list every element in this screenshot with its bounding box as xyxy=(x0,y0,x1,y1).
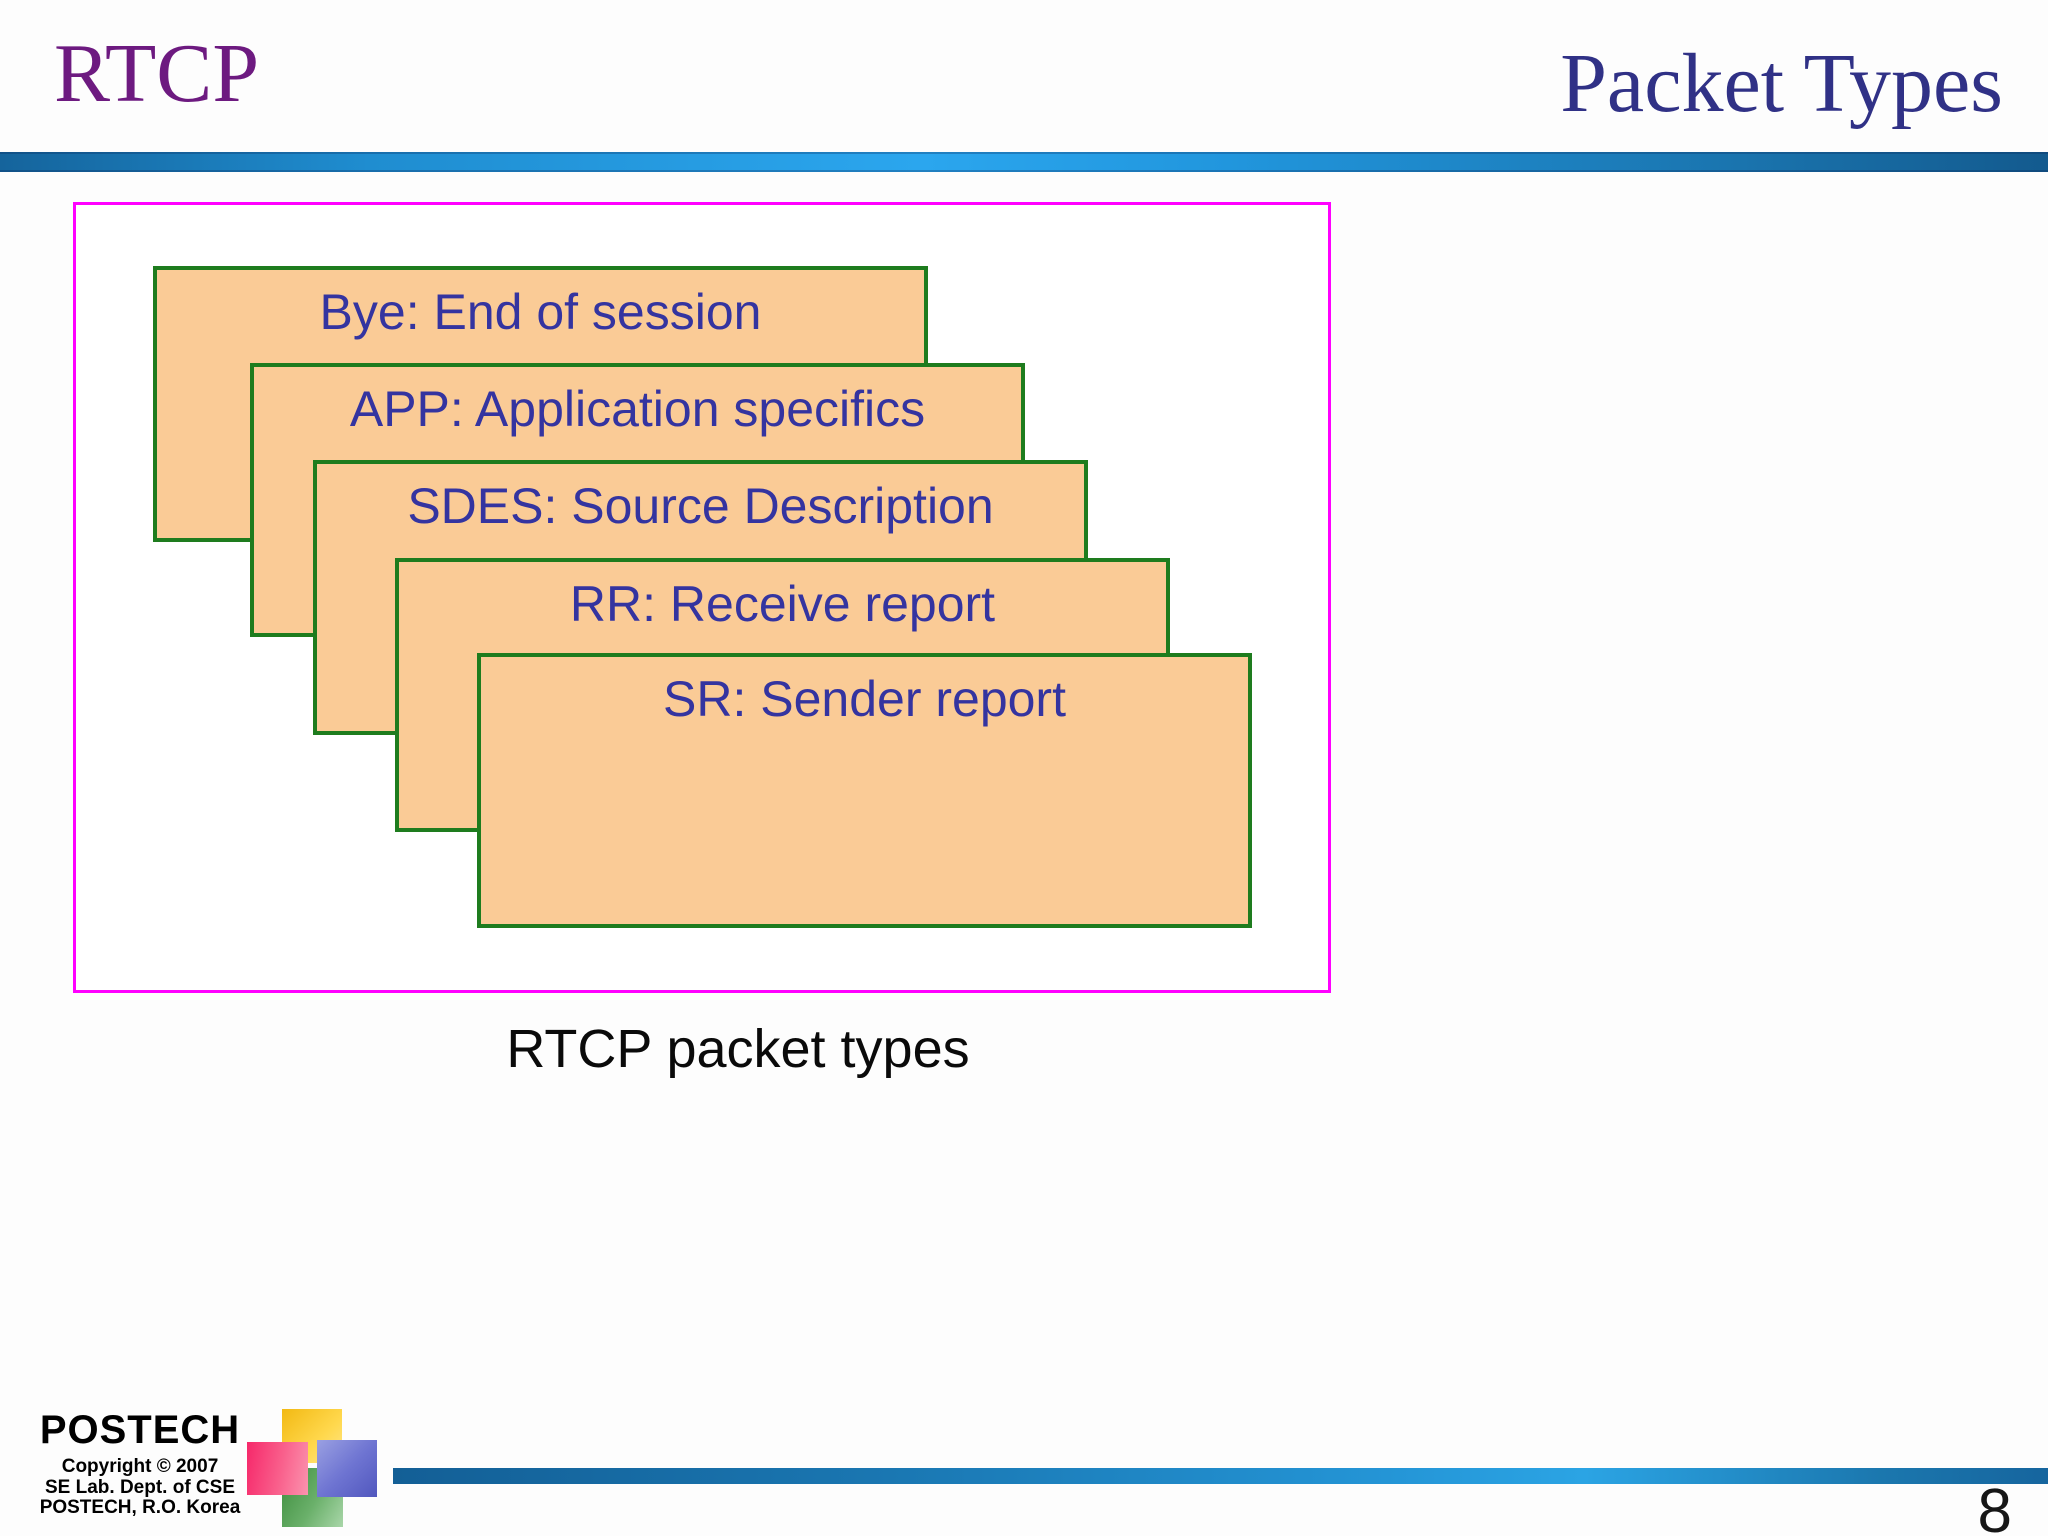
copyright-line: Copyright © 2007 xyxy=(61,1456,219,1477)
postech-logo-icon xyxy=(247,1405,382,1533)
page-subtitle: Packet Types xyxy=(1560,37,2003,130)
packet-box-app-label: APP: Application specifics xyxy=(349,381,926,437)
logo-square-pink xyxy=(247,1442,308,1495)
page-number: 8 xyxy=(1977,1477,2012,1536)
copyright-line: SE Lab. Dept. of CSE xyxy=(44,1476,236,1498)
packet-box-sdes-label: SDES: Source Description xyxy=(407,478,994,534)
packet-box-rr-label: RR: Receive report xyxy=(569,576,996,632)
footer-divider-bar xyxy=(393,1468,2048,1484)
copyright-line: POSTECH, R.O. Korea xyxy=(39,1497,241,1518)
logo-square-blue xyxy=(317,1440,377,1497)
postech-wordmark: POSTECH xyxy=(39,1408,241,1452)
packet-box-sr: SR: Sender report xyxy=(477,653,1252,928)
page-title: RTCP xyxy=(54,27,260,120)
packet-box-sr-label: SR: Sender report xyxy=(663,671,1066,727)
header-divider-bar xyxy=(0,152,2048,172)
postech-block: POSTECH Copyright © 2007 SE Lab. Dept. o… xyxy=(36,1408,244,1519)
diagram-caption: RTCP packet types xyxy=(506,1019,970,1079)
packet-box-bye-label: Bye: End of session xyxy=(319,284,762,340)
